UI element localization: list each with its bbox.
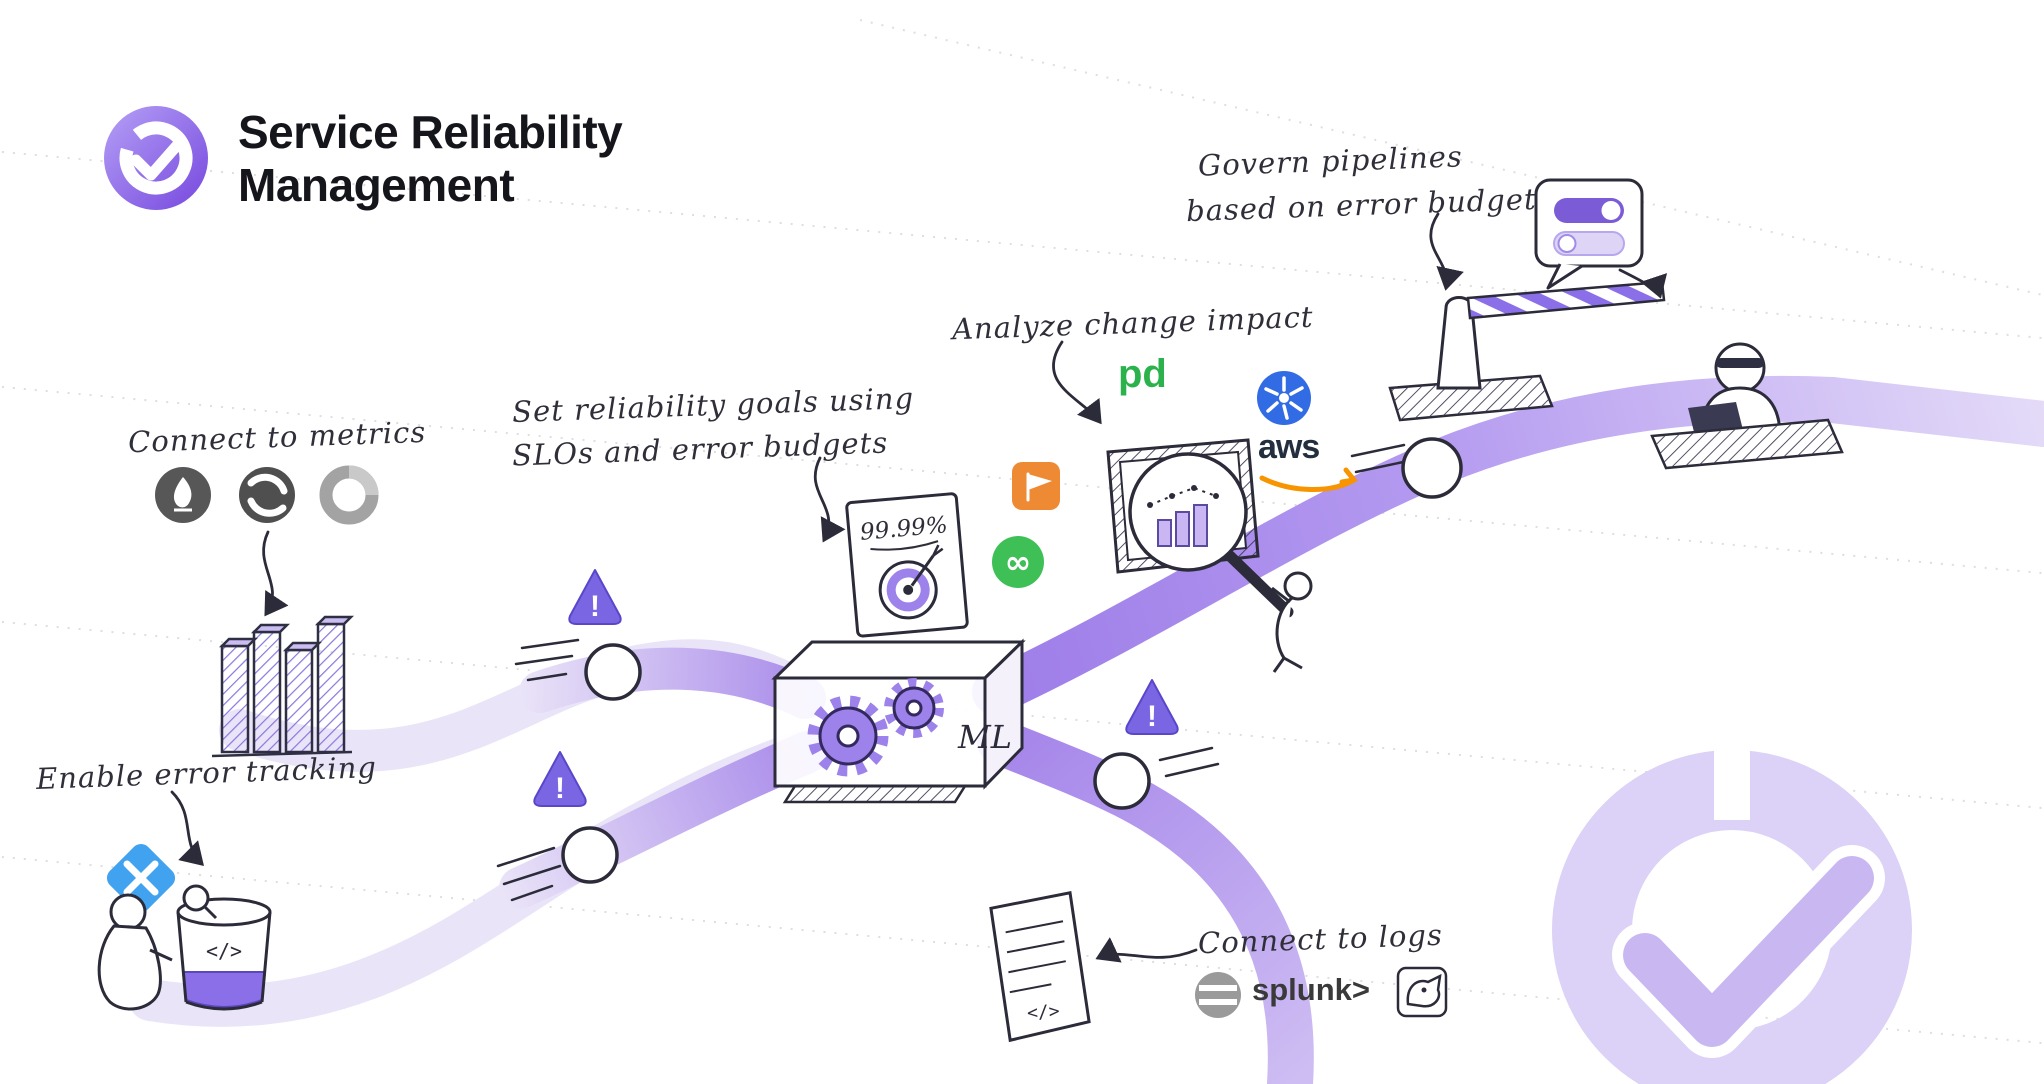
aws-logo: aws <box>1258 428 1320 466</box>
goggles-icon <box>1716 358 1764 368</box>
magnifier-handle <box>1224 550 1294 618</box>
change-impact-analyzer <box>1106 438 1313 673</box>
infinity-icon: ∞ <box>992 536 1044 588</box>
warning-markers: ! ! ! <box>533 569 1179 807</box>
target-icon <box>878 544 944 620</box>
gear-icon <box>884 678 944 738</box>
stage-node <box>1401 437 1463 499</box>
svg-text:!: ! <box>1147 700 1157 733</box>
svg-text:</>: </> <box>1026 1001 1060 1024</box>
developer-figure <box>97 893 173 1011</box>
toggle-switch-off <box>1553 231 1625 256</box>
swirl-icon <box>239 467 295 523</box>
stage-node <box>584 643 642 701</box>
pipeline-stage-nodes <box>561 437 1463 884</box>
slo-document: 99.99% <box>845 492 969 638</box>
governance-barrier <box>1388 280 1666 422</box>
prometheus-icon <box>155 467 211 523</box>
annotation-arrows <box>170 212 1668 963</box>
speed-lines <box>496 443 1410 902</box>
warning-icon <box>533 751 587 807</box>
barrier-post <box>1436 296 1482 390</box>
warning-icon <box>568 569 622 625</box>
stage-node <box>561 826 619 884</box>
logs-document: </> <box>989 890 1091 1043</box>
metrics-bar-chart <box>211 615 355 758</box>
magnifier-icon <box>182 884 218 920</box>
page-title: Service Reliability Management <box>238 106 623 213</box>
kubernetes-icon <box>1257 371 1311 425</box>
svg-text:</>: </> <box>206 939 242 963</box>
svg-text:∞: ∞ <box>1005 543 1032 581</box>
ring-icon <box>319 465 379 525</box>
toggle-bubble <box>1534 178 1644 290</box>
pagerduty-logo: pd <box>1118 352 1167 396</box>
watermark-checkmark-icon <box>1623 856 1874 1047</box>
gear-icon <box>807 695 889 777</box>
svg-text:!: ! <box>590 590 600 623</box>
flag-icon <box>1012 462 1060 510</box>
checkmark-icon <box>130 136 186 181</box>
ml-label: ML <box>957 718 1012 756</box>
svg-text:!: ! <box>555 772 565 805</box>
splunk-logo: splunk> <box>1252 972 1371 1007</box>
gatekeeper-figure <box>1650 342 1844 470</box>
elastic-icon <box>1195 972 1241 1018</box>
toggle-switch-on <box>1554 198 1624 223</box>
analyst-figure <box>1271 571 1313 673</box>
error-bucket: </> <box>176 884 272 1011</box>
page-title-line1: Service Reliability <box>238 106 623 158</box>
watermark-logo <box>1552 740 1912 1084</box>
warning-icon <box>1125 679 1179 735</box>
stage-node <box>1093 752 1151 810</box>
app-logo <box>104 106 208 210</box>
metrics-logos <box>155 465 379 525</box>
ml-engine-box: ML <box>771 638 1026 804</box>
page-title-line2: Management <box>238 159 515 212</box>
barrier-arm-icon <box>1466 280 1666 320</box>
datadog-icon <box>1396 966 1448 1018</box>
aws-smile <box>1259 467 1358 492</box>
impact-mini-bars <box>1157 504 1208 547</box>
